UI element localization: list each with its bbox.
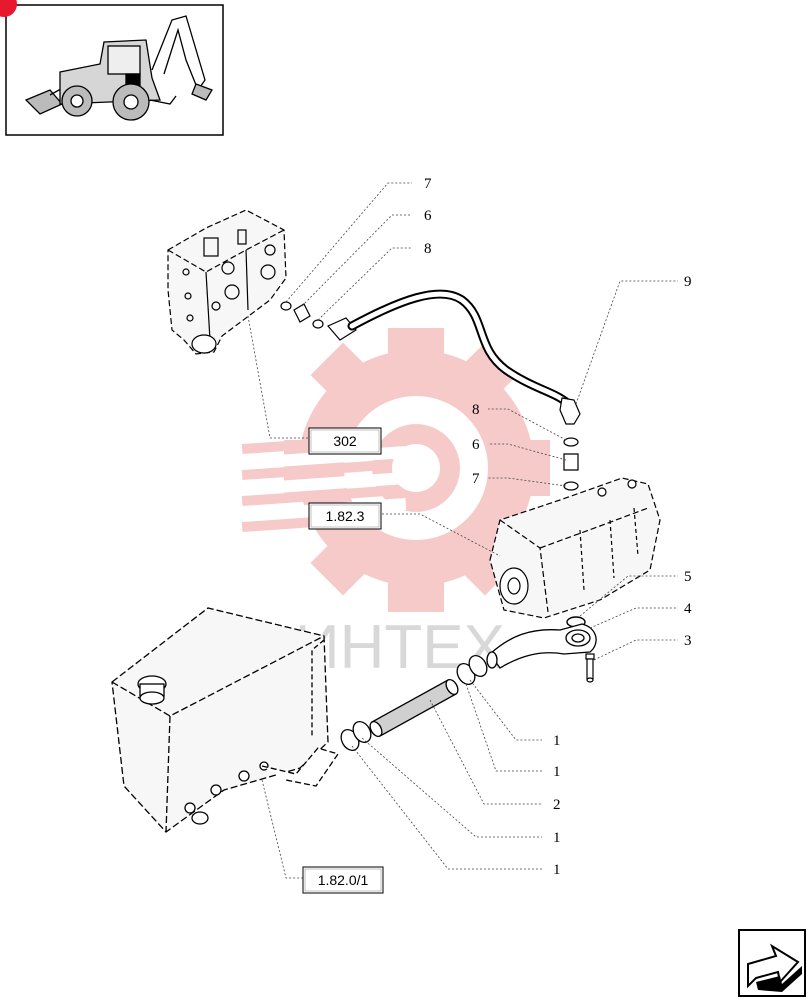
pump-fittings — [563, 437, 579, 491]
callout-7-upper: 7 — [424, 176, 432, 192]
o-ring-7b — [563, 481, 579, 491]
callout-2: 2 — [553, 797, 561, 813]
reference-302[interactable]: 302 — [308, 427, 382, 455]
o-ring-7a — [280, 301, 292, 311]
hose-clamps-upper — [456, 655, 488, 685]
screw-3 — [585, 653, 595, 683]
callout-4: 4 — [684, 601, 692, 617]
callout-labels: 7 6 8 9 8 6 7 5 4 3 1 1 2 1 1 — [424, 176, 692, 878]
hydraulic-pump — [489, 477, 661, 619]
callout-8-lower: 8 — [472, 402, 480, 418]
reference-1-82-3-label: 1.82.3 — [326, 508, 365, 524]
callout-1-c: 1 — [553, 830, 561, 846]
valve-fittings — [280, 301, 357, 341]
machine-thumbnail — [0, 0, 224, 136]
reference-302-label: 302 — [333, 433, 357, 449]
next-page-arrow-icon[interactable] — [738, 929, 806, 997]
hose-clamps-lower — [340, 721, 372, 751]
control-valve — [167, 209, 287, 355]
hydraulic-tank — [111, 607, 340, 833]
reference-1-82-3[interactable]: 1.82.3 — [308, 502, 382, 530]
leader-lines — [247, 182, 678, 879]
backhoe-loader-icon — [24, 15, 213, 121]
callout-1-b: 1 — [553, 764, 561, 780]
callout-8-upper: 8 — [424, 241, 432, 257]
callout-3: 3 — [684, 633, 692, 649]
callout-9: 9 — [684, 274, 692, 290]
callout-1-a: 1 — [553, 733, 561, 749]
callout-6-upper: 6 — [424, 208, 432, 224]
callout-6-lower: 6 — [472, 437, 480, 453]
reference-1-82-0-1[interactable]: 1.82.0/1 — [302, 866, 384, 894]
callout-1-d: 1 — [553, 862, 561, 878]
callout-5: 5 — [684, 569, 692, 585]
hose-9 — [347, 289, 581, 425]
seal-8a — [312, 319, 324, 329]
suction-hose-2 — [369, 678, 459, 738]
adapter-6b — [563, 453, 579, 471]
reference-1-82-0-1-label: 1.82.0/1 — [318, 872, 369, 888]
adapter-6a — [293, 303, 311, 323]
corner-badge-icon — [0, 0, 17, 17]
seal-8b — [563, 437, 579, 447]
suction-elbow-4 — [486, 623, 597, 669]
callout-7-lower: 7 — [472, 471, 480, 487]
